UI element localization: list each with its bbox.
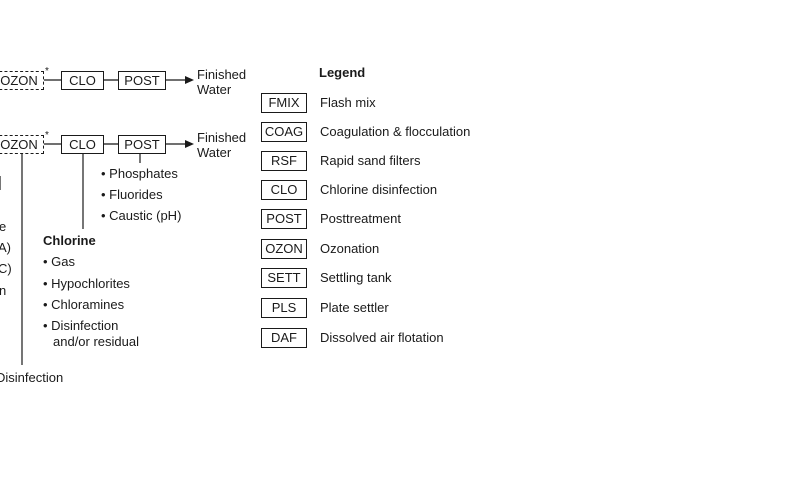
- ozon-box-row2: OZON: [0, 135, 44, 154]
- post-item-caustic: • Caustic (pH): [101, 208, 182, 223]
- legend-label-clo: Chlorine disinfection: [320, 182, 438, 197]
- arrow-head-row1: [185, 76, 194, 84]
- legend-title: Legend: [319, 65, 366, 80]
- legend-label-coag: Coagulation & flocculation: [320, 124, 471, 139]
- left-fragment-2: A): [0, 240, 11, 255]
- chlorine-item-chloramines: • Chloramines: [43, 297, 125, 312]
- optional-marker-row1: *: [45, 66, 49, 77]
- legend-code-clo: CLO: [261, 180, 307, 200]
- optional-marker-row2: *: [45, 130, 49, 141]
- bottom-fragment: Disinfection: [0, 370, 64, 385]
- chlorine-item-disinfection: • Disinfection: [43, 318, 119, 333]
- left-fragment-4: n: [0, 283, 7, 298]
- legend-code-coag: COAG: [261, 122, 307, 142]
- legend-label-daf: Dissolved air flotation: [320, 330, 444, 345]
- chlorine-heading: Chlorine: [43, 233, 96, 248]
- legend-label-ozon: Ozonation: [320, 241, 380, 256]
- chlorine-item-residual: and/or residual: [53, 334, 139, 349]
- legend-code-post: POST: [261, 209, 307, 229]
- ozon-box-row1: OZON: [0, 71, 44, 90]
- arrow-head-row2: [185, 140, 194, 148]
- post-item-phosphates: • Phosphates: [101, 166, 178, 181]
- chlorine-item-gas: • Gas: [43, 254, 76, 269]
- legend-label-pls: Plate settler: [320, 300, 389, 315]
- clo-box-row1: CLO: [61, 71, 104, 90]
- left-fragment-1: e: [0, 219, 7, 234]
- post-box-row1: POST: [118, 71, 166, 90]
- legend-code-rsf: RSF: [261, 151, 307, 171]
- legend-code-pls: PLS: [261, 298, 307, 318]
- post-item-fluorides: • Fluorides: [101, 187, 163, 202]
- legend-code-sett: SETT: [261, 268, 307, 288]
- legend-label-fmix: Flash mix: [320, 95, 376, 110]
- legend-code-fmix: FMIX: [261, 93, 307, 113]
- post-box-row2: POST: [118, 135, 166, 154]
- legend-code-ozon: OZON: [261, 239, 307, 259]
- legend-label-rsf: Rapid sand filters: [320, 153, 421, 168]
- legend-code-daf: DAF: [261, 328, 307, 348]
- legend-label-post: Posttreatment: [320, 211, 401, 226]
- left-fragment-3: C): [0, 261, 12, 276]
- clo-box-row2: CLO: [61, 135, 104, 154]
- chlorine-item-hypochlorites: • Hypochlorites: [43, 276, 130, 291]
- legend-label-sett: Settling tank: [320, 270, 392, 285]
